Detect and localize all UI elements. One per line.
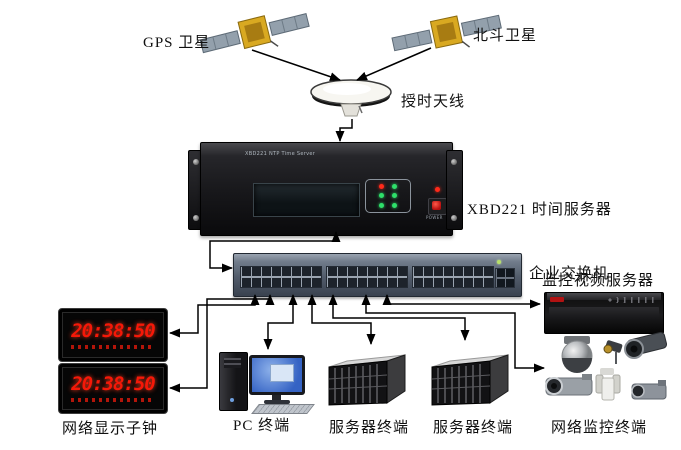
- gps-satellite-icon: [199, 12, 310, 54]
- status-led-panel: [365, 179, 411, 213]
- lcd-display: [253, 183, 360, 217]
- time-server-device: XBD221 NTP Time Server POWER: [188, 142, 463, 236]
- network-camera-terminals-device: [545, 332, 668, 401]
- wire-switch-to-server2: [328, 294, 470, 341]
- server-terminal-2-label: 服务器终端: [433, 420, 514, 436]
- sfp-slots: [495, 268, 515, 288]
- pc-terminal-label: PC 终端: [233, 418, 291, 434]
- status-led-green-icon: [392, 193, 397, 199]
- pc-monitor-stand: [272, 395, 281, 401]
- enterprise-switch-label: 企业交换机: [529, 266, 610, 282]
- timing-antenna-icon: [310, 79, 392, 117]
- video-surveillance-server-label: 监控视频服务器: [542, 273, 655, 289]
- enterprise-switch-device: [233, 253, 522, 297]
- clock-date-row: [71, 344, 155, 349]
- clock-time-display: 20:38:50: [71, 319, 156, 342]
- power-led-icon: [435, 187, 440, 192]
- pc-terminal-device: [215, 350, 315, 414]
- server-terminal-1-device: [328, 354, 406, 406]
- wire-switch-to-pc: [263, 294, 298, 350]
- status-led-green-icon: [379, 193, 384, 199]
- beidou-satellite-icon: [391, 14, 502, 52]
- network-display-clock-top: 20:38:50: [58, 308, 168, 362]
- network-display-clock-bottom: 20:38:50: [58, 363, 168, 414]
- server-terminal-1-label: 服务器终端: [329, 420, 410, 436]
- wire-switch-to-server1: [307, 294, 376, 345]
- power-button-label: POWER: [426, 215, 443, 220]
- status-led-red-icon: [379, 184, 384, 190]
- port-group-3: [412, 266, 494, 288]
- screw-icon: [451, 215, 457, 221]
- port-group-2: [326, 266, 408, 288]
- clock-date-row: [71, 398, 155, 402]
- pc-monitor: [249, 355, 305, 395]
- status-led-green-icon: [392, 202, 397, 208]
- pc-monitor-base: [264, 400, 290, 404]
- network-display-clocks-label: 网络显示子钟: [62, 421, 159, 437]
- power-button: [428, 198, 447, 215]
- pc-tower: [219, 352, 248, 411]
- dvr-brand-logo: [550, 297, 564, 302]
- timing-antenna-label: 授时天线: [401, 94, 466, 110]
- network-camera-terminals-label: 网络监控终端: [551, 420, 648, 436]
- screw-icon: [451, 159, 457, 165]
- status-led-green-icon: [392, 184, 397, 190]
- screw-icon: [193, 159, 199, 165]
- dvr-buttons: [607, 297, 659, 303]
- pc-keyboard: [251, 404, 315, 414]
- time-server-label: XBD221 时间服务器: [467, 202, 612, 218]
- wire-switch-to-clock-top: [169, 294, 260, 338]
- beidou-satellite-label: 北斗卫星: [473, 28, 538, 44]
- gps-satellite-label: GPS 卫星: [143, 35, 211, 51]
- dvr-front-strip: [549, 307, 659, 320]
- rack-ear-right: [446, 150, 463, 230]
- port-group-1: [240, 266, 322, 288]
- status-led-green-icon: [379, 202, 384, 208]
- clock-time-display: 20:38:50: [71, 373, 156, 395]
- server-terminal-2-device: [431, 354, 509, 406]
- screw-icon: [193, 215, 199, 221]
- faceplate-text: XBD221 NTP Time Server: [245, 151, 316, 157]
- time-server-chassis: XBD221 NTP Time Server POWER: [200, 142, 453, 236]
- video-surveillance-server-device: [544, 292, 664, 334]
- switch-status-led-icon: [497, 260, 501, 264]
